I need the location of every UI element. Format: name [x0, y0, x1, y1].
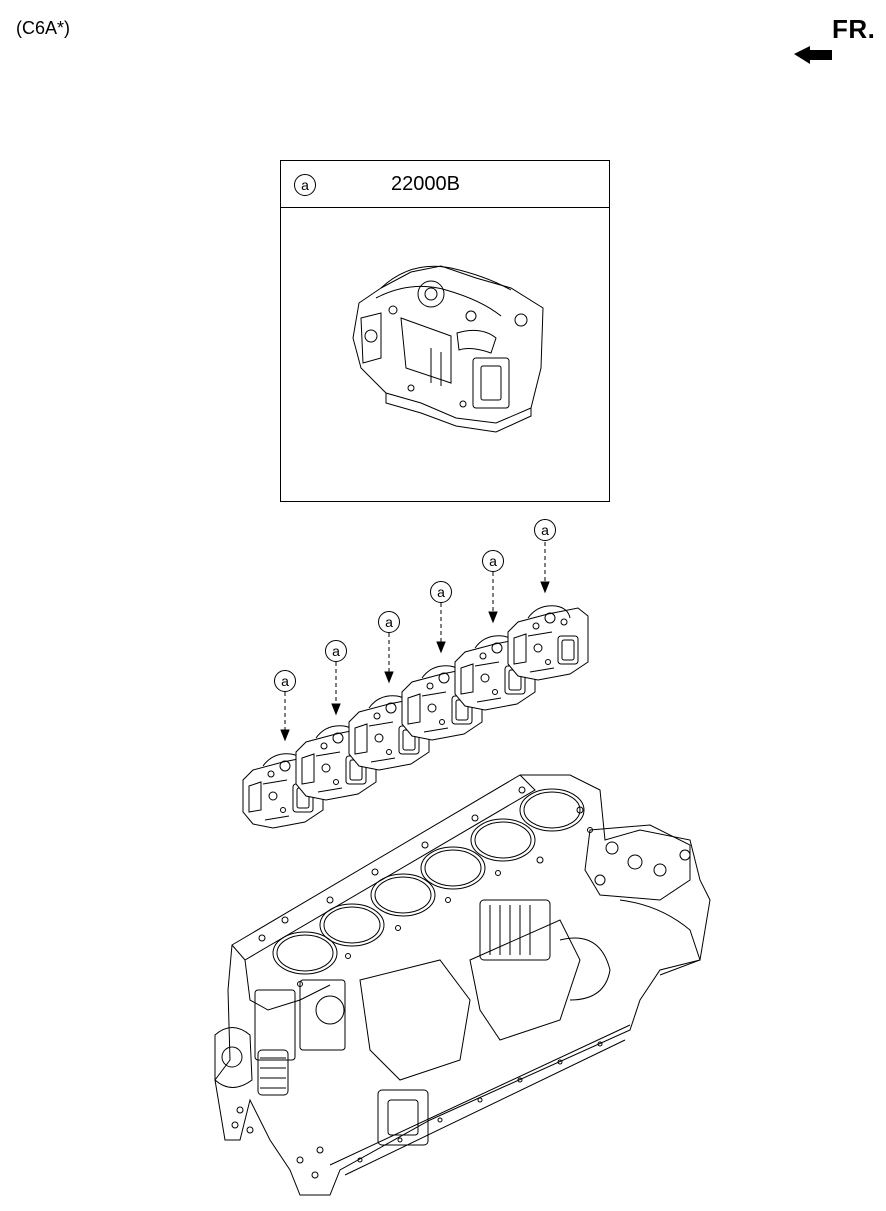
part-box-callout: a — [294, 174, 316, 196]
callout-leaders — [280, 542, 550, 742]
cylinder-block — [214, 774, 711, 1196]
front-direction-label: FR. — [832, 14, 876, 44]
cylinder-head-illustration — [352, 265, 544, 433]
part-number-box: a 22000B — [280, 160, 610, 502]
cylinder-head-5-callout: a — [482, 550, 504, 572]
front-direction-indicator: FR. — [792, 12, 882, 68]
front-direction-arrow-icon — [794, 46, 832, 64]
cylinder-head-1-callout: a — [274, 670, 296, 692]
engine-variant-code: (C6A*) — [16, 18, 71, 38]
part-box-header: a 22000B — [281, 161, 609, 208]
cylinder-head-6-callout: a — [534, 519, 556, 541]
cylinder-head-3-callout: a — [378, 611, 400, 633]
part-number[interactable]: 22000B — [391, 173, 460, 195]
cylinder-head-4-callout: a — [430, 581, 452, 603]
cylinder-head-2-callout: a — [325, 640, 347, 662]
